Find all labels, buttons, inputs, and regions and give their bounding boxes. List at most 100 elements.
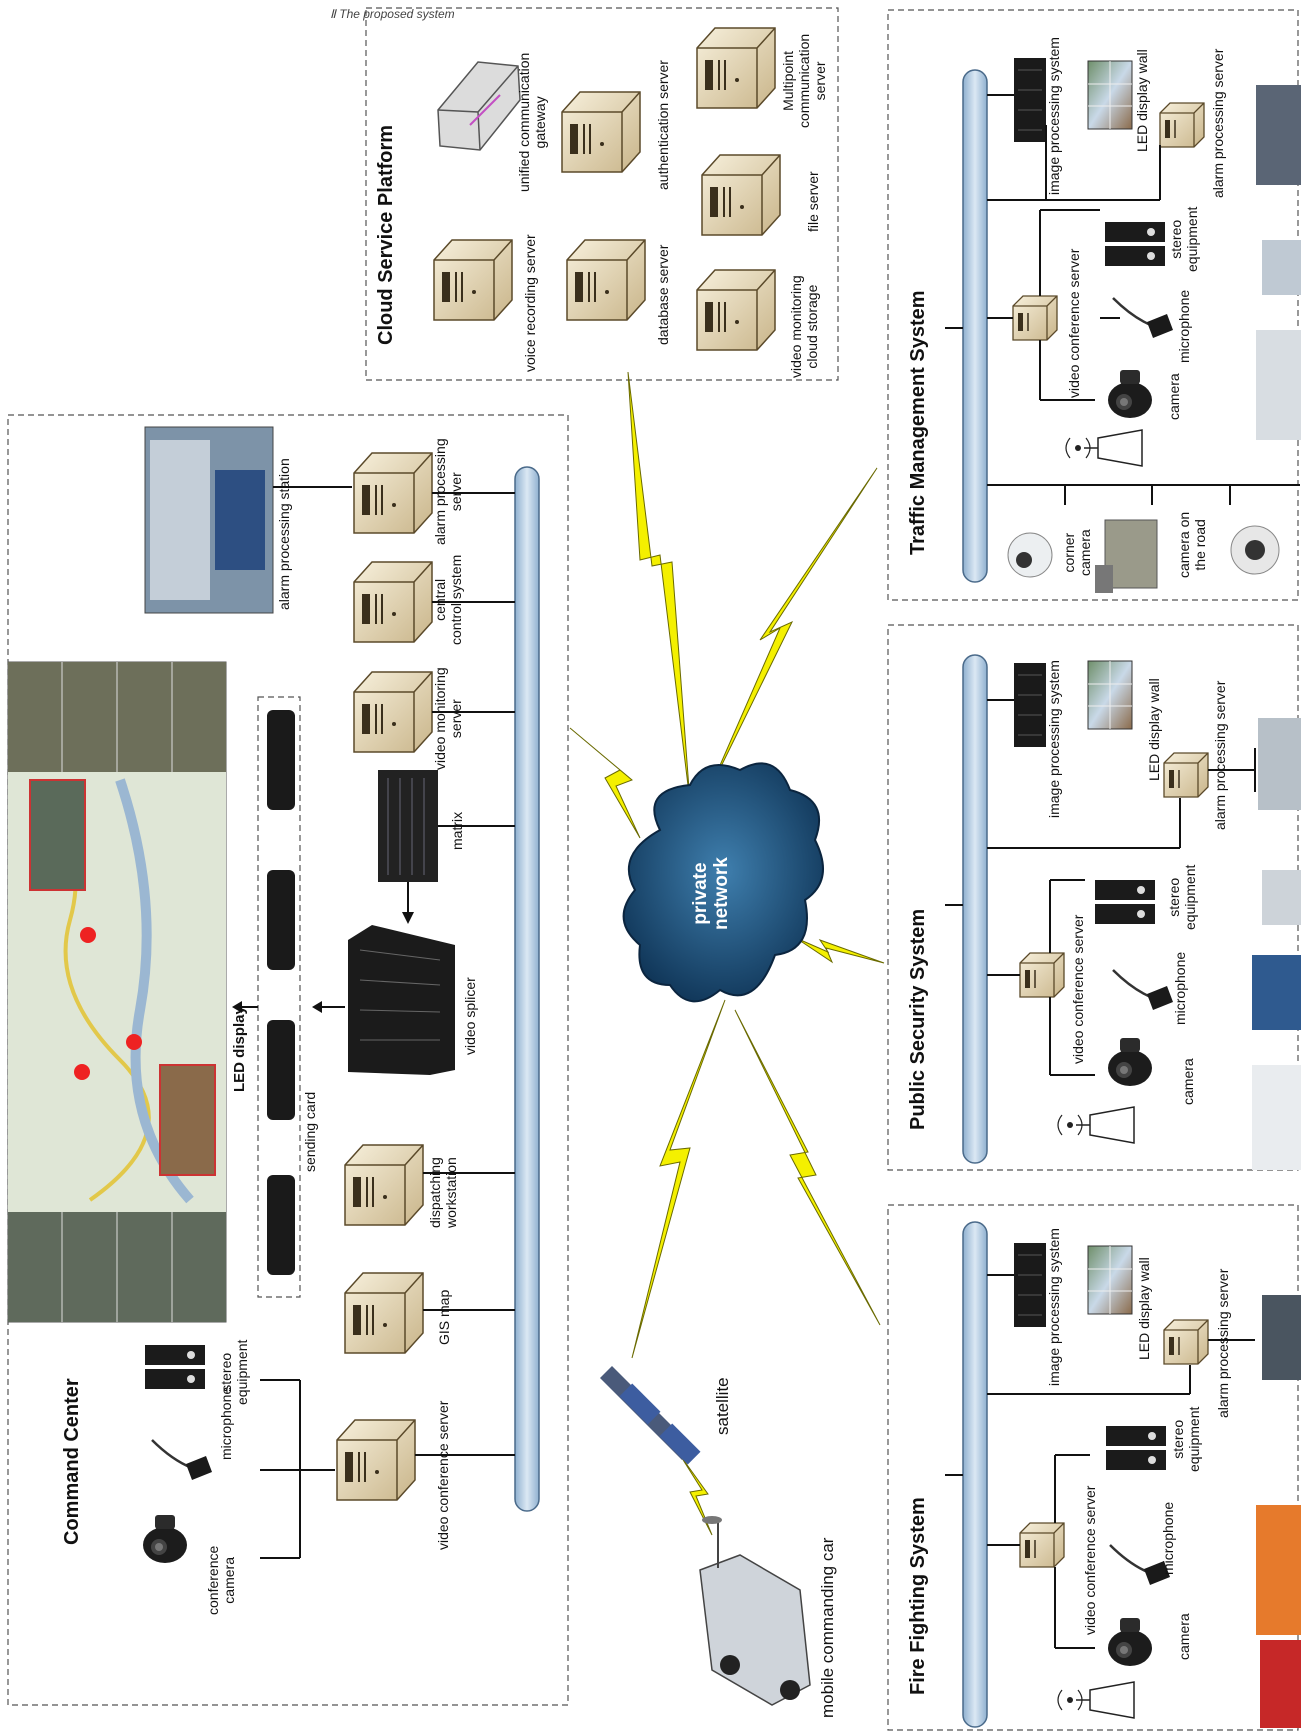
command-center-title: Command Center <box>61 1378 83 1545</box>
ps-camera-icon <box>1108 1038 1152 1086</box>
unified-gateway-icon <box>437 61 521 151</box>
public-security-bus <box>962 654 988 1164</box>
traffic-microphone-label: microphone <box>1176 289 1192 363</box>
alarm-station-label: alarm processing station <box>276 458 292 610</box>
private-network-cloud-icon <box>622 762 824 1003</box>
sending-card-2 <box>267 870 295 970</box>
dispatching-workstation-label: dispatching workstation <box>427 1157 459 1228</box>
ps-image-processing-label: image processing system <box>1046 660 1062 818</box>
sending-card-label: sending card <box>302 1091 318 1172</box>
traffic-road-camera-icon <box>1095 519 1158 593</box>
sending-card-box <box>257 696 301 1298</box>
traffic-camera-icon <box>1108 370 1152 418</box>
ps-microphone-icon <box>1111 968 1175 1012</box>
ps-antenna-icon <box>1057 1106 1135 1144</box>
video-splicer-icon <box>348 925 455 1075</box>
ff-camera-label: camera <box>1176 1613 1192 1660</box>
page-header: Ⅱ The proposed system <box>330 7 455 21</box>
central-control-label: central control system <box>432 554 464 645</box>
traffic-dome-camera-icon <box>1230 525 1280 575</box>
multipoint-label: Multipoint communication server <box>780 33 828 128</box>
ps-alarm-server-label: alarm processing server <box>1212 680 1228 830</box>
traffic-corner-camera-label: corner camera <box>1061 529 1093 576</box>
video-monitoring-label: video monitoring server <box>432 667 464 770</box>
ff-photos <box>1256 1295 1301 1728</box>
traffic-wiring <box>987 94 1300 505</box>
ff-antenna-icon <box>1057 1681 1135 1719</box>
ff-led-wall-label: LED display wall <box>1136 1257 1152 1360</box>
ps-microphone-label: microphone <box>1172 951 1188 1025</box>
ps-vc-label: video conference server <box>1070 914 1086 1064</box>
alarm-processing-station-image <box>144 426 274 614</box>
traffic-title: Traffic Management System <box>907 290 929 555</box>
command-center-bus <box>514 466 540 1512</box>
card-to-display-arrow <box>232 1001 258 1013</box>
cloud-storage-label: video monitoring cloud storage <box>788 275 820 378</box>
ff-vc-server-icon <box>1019 1522 1065 1568</box>
ps-wiring <box>987 699 1256 1076</box>
alarm-server-label: alarm processing server <box>432 438 464 545</box>
mobile-commanding-car-icon <box>699 1516 811 1706</box>
gis-map-server-icon <box>344 1272 424 1354</box>
traffic-led-wall-label: LED display wall <box>1134 49 1150 152</box>
traffic-stereo-label: stereo equipment <box>1168 206 1200 272</box>
led-display-label: LED display <box>231 1006 248 1092</box>
traffic-alarm-server-icon <box>1159 102 1205 148</box>
satellite-label: satellite <box>713 1377 732 1435</box>
conference-camera-label: conference camera <box>205 1545 237 1615</box>
authentication-server-icon <box>561 91 641 173</box>
fire-fighting-box <box>887 1204 1299 1731</box>
gis-map-label: GIS map <box>436 1289 452 1345</box>
traffic-bus <box>962 69 988 583</box>
unified-gateway-label: unified communication gateway <box>516 52 548 192</box>
video-monitoring-server-icon <box>353 671 433 753</box>
mobile-car-label: mobile commanding car <box>818 1537 837 1718</box>
cloud-platform-box <box>365 7 839 381</box>
traffic-vc-label: video conference server <box>1066 248 1082 398</box>
video-cloud-storage-icon <box>696 269 776 351</box>
cc-stereo-label: stereo equipment <box>218 1339 250 1405</box>
public-security-title: Public Security System <box>907 908 929 1130</box>
ff-camera-icon <box>1108 1618 1152 1666</box>
traffic-led-wall-icon <box>1087 60 1133 130</box>
traffic-road-camera-label: camera on the road <box>1176 511 1208 578</box>
ps-stereo-label: stereo equipment <box>1166 864 1198 930</box>
traffic-box <box>887 9 1299 601</box>
cc-conference-wiring <box>260 1379 335 1559</box>
ps-led-wall-icon <box>1087 660 1133 730</box>
traffic-image-processing-label: image processing system <box>1046 37 1062 195</box>
matrix-label: matrix <box>449 811 465 850</box>
traffic-image-processing-icon <box>1013 57 1047 143</box>
satellite-icon <box>600 1366 701 1465</box>
traffic-stereo-icon <box>1105 222 1165 266</box>
traffic-microphone-icon <box>1111 296 1175 340</box>
ps-image-processing-icon <box>1013 662 1047 748</box>
sending-card-4 <box>267 1175 295 1275</box>
dispatching-workstation-icon <box>344 1144 424 1226</box>
sending-card-1 <box>267 710 295 810</box>
voice-recording-label: voice recording server <box>522 234 538 372</box>
ps-led-wall-label: LED display wall <box>1146 678 1162 781</box>
alarm-processing-server-icon <box>353 452 433 534</box>
ps-alarm-server-icon <box>1163 752 1209 798</box>
ps-vc-server-icon <box>1019 952 1065 998</box>
fire-fighting-bus <box>962 1221 988 1728</box>
ps-stereo-icon <box>1095 880 1155 924</box>
file-server-label: file server <box>805 171 821 232</box>
ps-photos <box>1252 718 1301 1170</box>
voice-recording-server-icon <box>433 239 513 321</box>
database-server-icon <box>566 239 646 321</box>
traffic-corner-camera-icon <box>1007 532 1053 578</box>
ps-camera-label: camera <box>1180 1058 1196 1105</box>
traffic-photos <box>1256 85 1301 440</box>
ff-microphone-label: microphone <box>1160 1501 1176 1575</box>
led-display-wall-image <box>7 661 227 1323</box>
lightning-links <box>569 371 885 1536</box>
matrix-icon <box>378 770 438 882</box>
traffic-vc-server-icon <box>1012 295 1058 341</box>
database-server-label: database server <box>655 244 671 345</box>
cc-microphone-icon <box>150 1438 214 1482</box>
video-conference-server-icon <box>336 1419 416 1501</box>
traffic-alarm-server-label: alarm processing server <box>1210 48 1226 198</box>
